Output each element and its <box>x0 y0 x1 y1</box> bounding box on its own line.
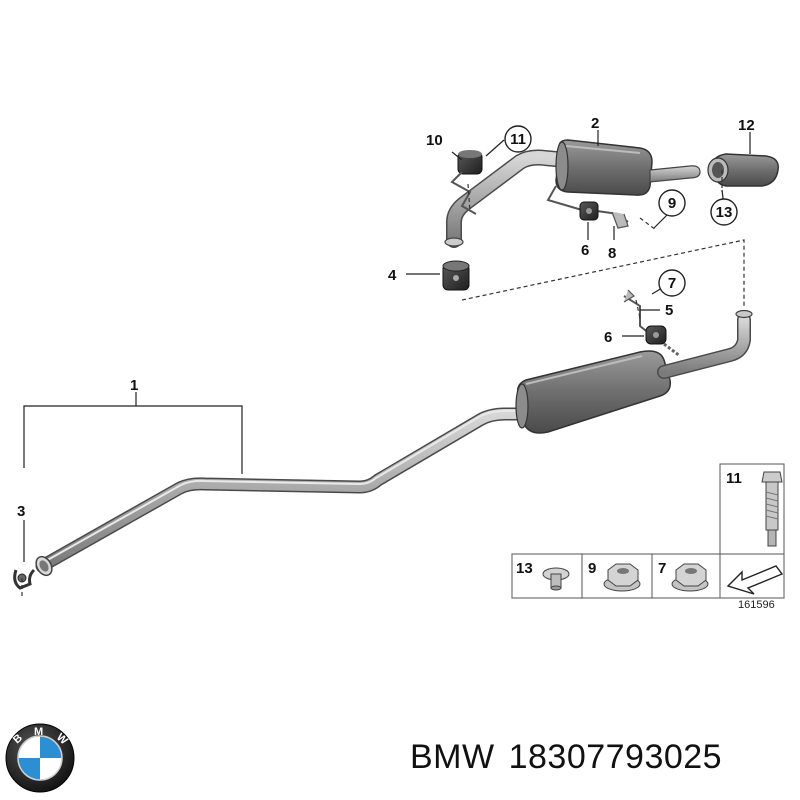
callout-part-1: 1 <box>130 377 138 394</box>
front-pipe-assembly <box>35 407 527 577</box>
diagram-reference-number: 161596 <box>738 599 775 611</box>
tailpipe-trim <box>707 153 779 187</box>
direction-arrow-icon <box>726 565 784 595</box>
rear-rubber-mount <box>579 201 629 229</box>
hex-flange-nut-icon <box>603 563 641 592</box>
callout-part-11-circled: 11 <box>504 125 532 153</box>
svg-text:9: 9 <box>588 560 596 577</box>
caption-brand: BMW <box>410 738 495 776</box>
svg-text:M: M <box>34 726 43 738</box>
callout-part-7-circled: 7 <box>658 269 686 297</box>
bmw-logo: B M W <box>5 723 75 793</box>
bolt-icon <box>761 471 783 547</box>
svg-text:7: 7 <box>658 560 666 577</box>
callout-part-6-rear: 6 <box>581 242 589 259</box>
svg-text:13: 13 <box>516 560 533 577</box>
caption-part-number: 18307793025 <box>508 738 723 776</box>
svg-text:7: 7 <box>668 275 676 292</box>
leader-lines <box>23 130 751 562</box>
callout-part-13-circled: 13 <box>710 198 738 226</box>
svg-text:11: 11 <box>510 131 526 148</box>
legend-item-9: 9 <box>588 560 641 592</box>
front-clamp <box>13 568 36 590</box>
legend-bolt-box: 11 <box>719 463 785 555</box>
assembly-guide-lines <box>21 170 745 596</box>
legend-item-13: 13 <box>516 560 570 591</box>
hardware-legend: 11 13 9 <box>511 463 785 599</box>
center-muffler <box>515 309 753 434</box>
rivet-nut-icon <box>542 567 570 591</box>
callout-part-4: 4 <box>388 267 397 284</box>
hex-flange-nut-icon <box>671 563 709 592</box>
svg-text:13: 13 <box>716 204 733 221</box>
callout-part-6-center: 6 <box>604 329 612 346</box>
center-hanger-bracket <box>623 289 681 358</box>
callout-part-3: 3 <box>17 503 25 520</box>
part-caption: BMW 18307793025 <box>410 738 790 777</box>
svg-text:9: 9 <box>668 195 676 212</box>
rear-muffler-assembly <box>444 139 701 248</box>
svg-text:11: 11 <box>726 470 742 487</box>
front-hanger <box>450 150 483 215</box>
pipe-clamp <box>442 260 470 291</box>
callout-part-2: 2 <box>591 115 599 132</box>
callout-part-10: 10 <box>426 132 443 149</box>
callout-part-8: 8 <box>608 245 616 262</box>
callout-part-12: 12 <box>738 117 755 134</box>
legend-item-7: 7 <box>658 560 709 592</box>
callout-part-5: 5 <box>665 302 673 319</box>
callout-part-9-circled: 9 <box>658 189 686 217</box>
